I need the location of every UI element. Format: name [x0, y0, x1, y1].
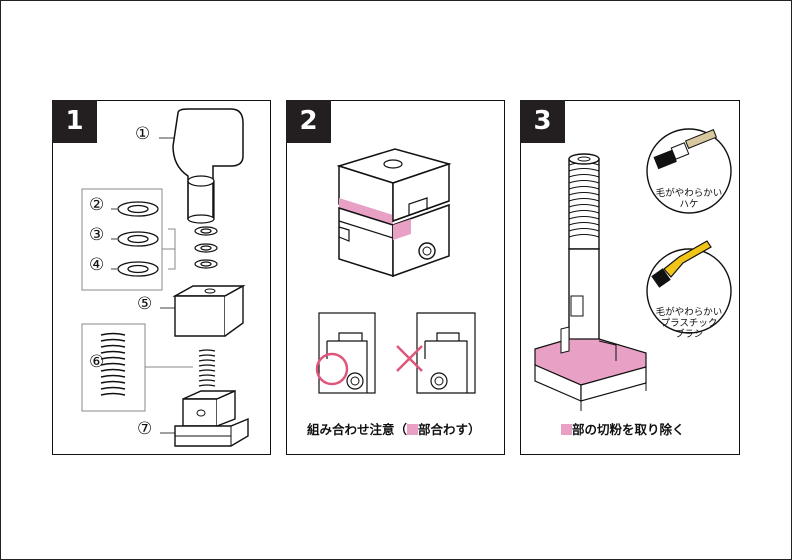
part-label-7: ⑦ [137, 419, 153, 439]
brush-1-line1: 毛がやわらかい [655, 188, 723, 199]
step-3-panel: 3 毛がやわらかい ハケ 毛がやわらかい [520, 100, 740, 455]
part-label-1: ① [135, 124, 151, 144]
highlight-swatch [407, 424, 419, 435]
part-label-5: ⑤ [137, 294, 153, 314]
brush-2-line2: プラスチック [660, 318, 718, 329]
highlight-swatch [561, 424, 572, 435]
assembly-caution-diagram [315, 148, 476, 394]
brush-1-line2: ハケ [679, 199, 699, 210]
step-number-2: 2 [286, 100, 331, 143]
brush-2-line1: 毛がやわらかい [655, 307, 723, 318]
step-2-caption: 組み合わせ注意（ 部合わす） [307, 419, 481, 438]
cleaning-diagram [534, 128, 732, 411]
part-label-2: ② [89, 195, 105, 215]
step-2-panel: 2 組み合わせ注意（ 部合わす） [286, 100, 505, 455]
step-2-caption-after: 部合わす） [418, 422, 481, 437]
part-label-3: ③ [89, 225, 105, 245]
step-2-caption-before: 組み合わせ注意（ [307, 422, 408, 437]
step-number-3: 3 [520, 100, 565, 143]
exploded-parts-diagram [81, 108, 249, 447]
step-3-caption: 部の切粉を取り除く [561, 419, 685, 438]
brush-label-plastic: 毛がやわらかい プラスチック ブラシ [647, 307, 731, 340]
part-label-4: ④ [89, 255, 105, 275]
step-3-caption-text: 部の切粉を取り除く [572, 422, 685, 437]
brush-label-soft: 毛がやわらかい ハケ [647, 188, 731, 210]
part-label-6: ⑥ [89, 352, 105, 372]
step-number-1: 1 [52, 100, 97, 143]
brush-2-line3: ブラシ [674, 329, 704, 340]
step-1-panel: 1 [52, 100, 271, 455]
